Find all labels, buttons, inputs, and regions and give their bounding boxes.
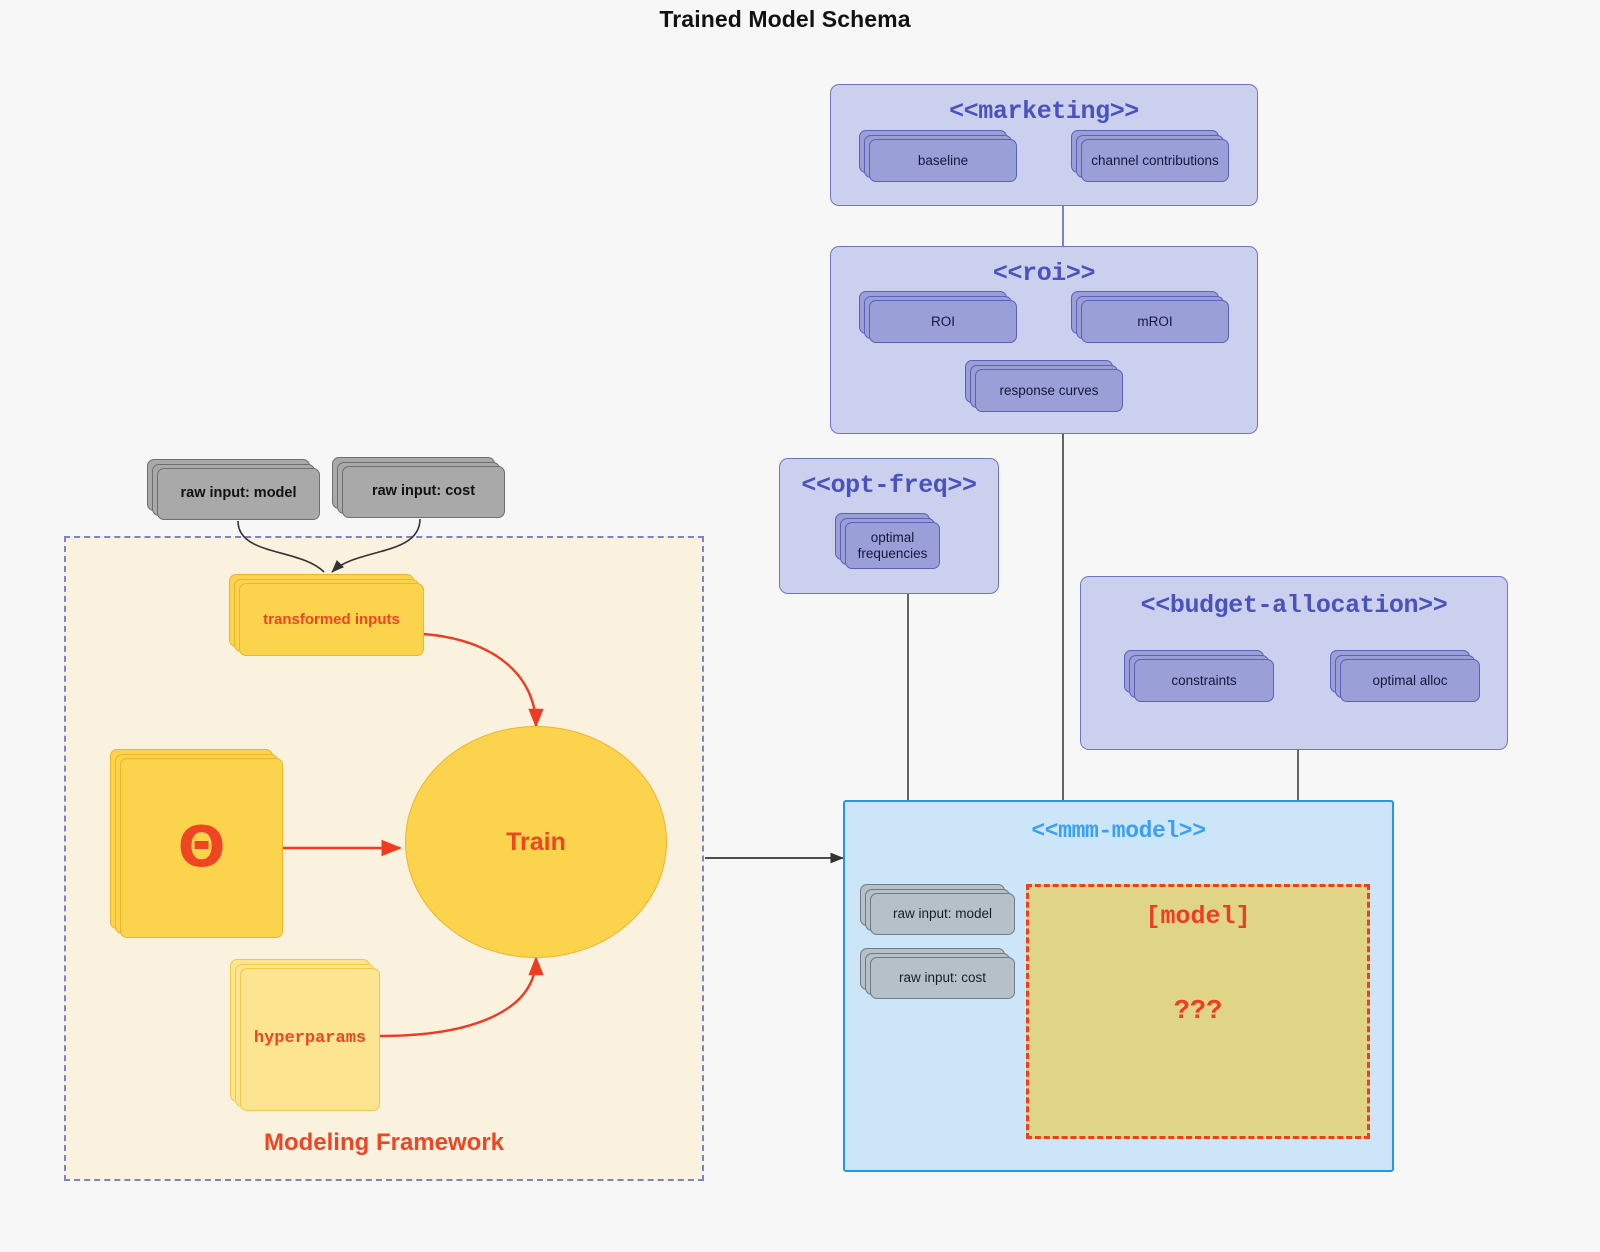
node-roi[interactable]: ROI bbox=[859, 291, 1017, 343]
node-raw-input-model[interactable]: raw input: model bbox=[147, 459, 320, 520]
node-hyperparams[interactable]: hyperparams bbox=[230, 959, 380, 1111]
node-roi-label: ROI bbox=[869, 300, 1017, 343]
node-raw-input-cost-label: raw input: cost bbox=[342, 466, 505, 518]
package-mmm-model-title: <<mmm-model>> bbox=[1031, 818, 1206, 844]
node-baseline-label: baseline bbox=[869, 139, 1017, 182]
node-theta-label: Θ bbox=[120, 758, 283, 938]
package-roi-title: <<roi>> bbox=[992, 259, 1096, 288]
node-optimal-frequencies-label: optimal frequencies bbox=[845, 522, 940, 569]
node-optimal-frequencies[interactable]: optimal frequencies bbox=[835, 513, 940, 569]
node-response-curves-label: response curves bbox=[975, 369, 1123, 412]
node-transformed-inputs-label: transformed inputs bbox=[239, 583, 424, 656]
node-mroi-label: mROI bbox=[1081, 300, 1229, 343]
node-train-label: Train bbox=[506, 827, 566, 856]
model-placeholder-title: [model] bbox=[1145, 902, 1251, 931]
node-optimal-alloc[interactable]: optimal alloc bbox=[1330, 650, 1480, 702]
node-mmm-raw-input-cost-label: raw input: cost bbox=[870, 957, 1015, 999]
page-title: Trained Model Schema bbox=[659, 6, 911, 32]
node-channel-contributions[interactable]: channel contributions bbox=[1071, 130, 1229, 182]
node-channel-contributions-label: channel contributions bbox=[1081, 139, 1229, 182]
node-theta[interactable]: Θ bbox=[110, 749, 283, 938]
node-response-curves[interactable]: response curves bbox=[965, 360, 1123, 412]
package-budget-allocation-title: <<budget-allocation>> bbox=[1140, 591, 1448, 620]
node-mroi[interactable]: mROI bbox=[1071, 291, 1229, 343]
node-transformed-inputs[interactable]: transformed inputs bbox=[229, 574, 424, 656]
node-mmm-raw-input-model-label: raw input: model bbox=[870, 893, 1015, 935]
node-raw-input-model-label: raw input: model bbox=[157, 468, 320, 520]
node-raw-input-cost[interactable]: raw input: cost bbox=[332, 457, 505, 518]
node-hyperparams-label: hyperparams bbox=[240, 968, 380, 1111]
node-train[interactable]: Train bbox=[405, 726, 667, 958]
node-constraints-label: constraints bbox=[1134, 659, 1274, 702]
node-baseline[interactable]: baseline bbox=[859, 130, 1017, 182]
node-constraints[interactable]: constraints bbox=[1124, 650, 1274, 702]
node-optimal-alloc-label: optimal alloc bbox=[1340, 659, 1480, 702]
package-opt-freq-title: <<opt-freq>> bbox=[801, 471, 977, 500]
package-marketing-title: <<marketing>> bbox=[949, 97, 1139, 126]
model-placeholder-box[interactable]: [model] ??? bbox=[1026, 884, 1370, 1139]
node-mmm-raw-input-cost[interactable]: raw input: cost bbox=[860, 948, 1015, 999]
node-mmm-raw-input-model[interactable]: raw input: model bbox=[860, 884, 1015, 935]
model-placeholder-question: ??? bbox=[1173, 997, 1223, 1027]
modeling-framework-label: Modeling Framework bbox=[263, 1129, 505, 1156]
